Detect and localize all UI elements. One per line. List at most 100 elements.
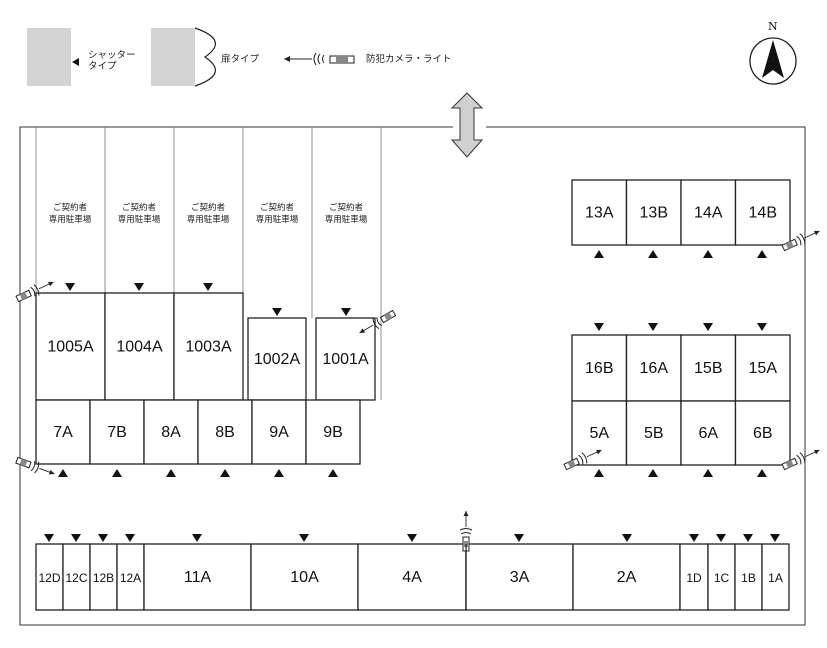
unit-1001A[interactable]: 1001A bbox=[315, 317, 376, 401]
door-marker-icon bbox=[743, 534, 753, 542]
unit-8B[interactable]: 8B bbox=[197, 399, 253, 465]
unit-label: 11A bbox=[184, 569, 212, 586]
door-legend-label: 扉タイプ bbox=[221, 53, 260, 65]
door-markers bbox=[44, 250, 780, 542]
unit-1002A[interactable]: 1002A bbox=[247, 317, 307, 401]
unit-label: 12C bbox=[65, 571, 87, 585]
unit-16A[interactable]: 16A bbox=[625, 334, 682, 402]
unit-label: 8A bbox=[161, 424, 181, 441]
unit-box bbox=[679, 543, 709, 611]
door-marker-icon bbox=[594, 469, 604, 477]
parking-lanes bbox=[35, 127, 382, 400]
unit-14B[interactable]: 14B bbox=[734, 179, 791, 246]
parking-label: ご契約者専用駐車場 bbox=[49, 202, 92, 225]
unit-5B[interactable]: 5B bbox=[625, 400, 682, 466]
unit-12B[interactable]: 12B bbox=[89, 543, 118, 611]
unit-1B[interactable]: 1B bbox=[734, 543, 763, 611]
unit-box bbox=[143, 543, 252, 611]
unit-label: 1D bbox=[686, 571, 702, 585]
unit-box bbox=[707, 543, 736, 611]
camera-icon bbox=[15, 281, 54, 303]
unit-label: 1003A bbox=[185, 339, 232, 356]
door-marker-icon bbox=[703, 250, 713, 258]
unit-label: 5A bbox=[589, 425, 609, 442]
unit-box bbox=[35, 543, 64, 611]
unit-16B[interactable]: 16B bbox=[571, 334, 628, 402]
unit-2A[interactable]: 2A bbox=[572, 543, 681, 611]
unit-box bbox=[305, 399, 361, 465]
unit-1C[interactable]: 1C bbox=[707, 543, 736, 611]
camera-icon bbox=[359, 309, 397, 334]
door-marker-icon bbox=[341, 308, 351, 316]
parking-label: ご契約者専用駐車場 bbox=[118, 202, 161, 225]
unit-box bbox=[625, 334, 682, 402]
unit-label: 1001A bbox=[322, 351, 369, 368]
unit-label: 4A bbox=[402, 569, 422, 586]
unit-label: 3A bbox=[510, 569, 530, 586]
camera-icon bbox=[781, 230, 820, 252]
unit-15B[interactable]: 15B bbox=[680, 334, 737, 402]
unit-label: 1002A bbox=[254, 351, 301, 368]
unit-14A[interactable]: 14A bbox=[680, 179, 737, 246]
unit-label: 9A bbox=[269, 424, 289, 441]
unit-1003A[interactable]: 1003A bbox=[173, 292, 244, 401]
unit-4A[interactable]: 4A bbox=[357, 543, 467, 611]
unit-label: 1C bbox=[714, 571, 730, 585]
parking-label: ご契約者専用駐車場 bbox=[187, 202, 230, 225]
unit-label: 10A bbox=[290, 569, 319, 586]
parking-label: ご契約者専用駐車場 bbox=[325, 202, 368, 225]
unit-box bbox=[680, 400, 737, 466]
camera-icon bbox=[563, 449, 602, 471]
unit-1005A[interactable]: 1005A bbox=[35, 292, 106, 401]
door-marker-icon bbox=[622, 534, 632, 542]
unit-1004A[interactable]: 1004A bbox=[104, 292, 175, 401]
unit-12A[interactable]: 12A bbox=[116, 543, 145, 611]
unit-6B[interactable]: 6B bbox=[734, 400, 791, 466]
unit-15A[interactable]: 15A bbox=[734, 334, 791, 402]
unit-13B[interactable]: 13B bbox=[625, 179, 682, 246]
door-marker-icon bbox=[703, 323, 713, 331]
parking-label: ご契約者専用駐車場 bbox=[256, 202, 299, 225]
unit-box bbox=[89, 543, 118, 611]
unit-box bbox=[89, 399, 145, 465]
unit-1A[interactable]: 1A bbox=[761, 543, 790, 611]
unit-box bbox=[315, 317, 376, 401]
unit-7B[interactable]: 7B bbox=[89, 399, 145, 465]
unit-12D[interactable]: 12D bbox=[35, 543, 64, 611]
unit-box bbox=[761, 543, 790, 611]
door-marker-icon bbox=[648, 469, 658, 477]
north-arrow-icon bbox=[762, 40, 784, 78]
unit-box bbox=[572, 543, 681, 611]
camera-icon bbox=[15, 456, 55, 475]
unit-1D[interactable]: 1D bbox=[679, 543, 709, 611]
unit-label: 2A bbox=[617, 569, 637, 586]
door-marker-icon bbox=[514, 534, 524, 542]
door-marker-icon bbox=[272, 308, 282, 316]
unit-label: 7B bbox=[107, 424, 127, 441]
unit-box bbox=[173, 292, 244, 401]
unit-5A[interactable]: 5A bbox=[571, 400, 628, 466]
unit-label: 14B bbox=[749, 205, 777, 222]
unit-10A[interactable]: 10A bbox=[250, 543, 359, 611]
compass: N bbox=[749, 20, 797, 85]
unit-7A[interactable]: 7A bbox=[35, 399, 91, 465]
unit-label: 5B bbox=[644, 425, 664, 442]
unit-3A[interactable]: 3A bbox=[465, 543, 574, 611]
unit-12C[interactable]: 12C bbox=[62, 543, 91, 611]
door-marker-icon bbox=[65, 283, 75, 291]
shutter-legend-label: シャッタータイプ bbox=[88, 50, 136, 72]
camera-icon bbox=[781, 449, 820, 471]
camera-legend-icon bbox=[284, 52, 355, 66]
unit-6A[interactable]: 6A bbox=[680, 400, 737, 466]
unit-box bbox=[357, 543, 467, 611]
unit-label: 1A bbox=[768, 571, 783, 585]
unit-13A[interactable]: 13A bbox=[571, 179, 628, 246]
unit-11A[interactable]: 11A bbox=[143, 543, 252, 611]
unit-9A[interactable]: 9A bbox=[251, 399, 307, 465]
door-marker-icon bbox=[98, 534, 108, 542]
unit-9B[interactable]: 9B bbox=[305, 399, 361, 465]
unit-label: 12A bbox=[120, 571, 141, 585]
unit-label: 14A bbox=[694, 205, 723, 222]
unit-8A[interactable]: 8A bbox=[143, 399, 199, 465]
north-label: N bbox=[768, 20, 778, 33]
